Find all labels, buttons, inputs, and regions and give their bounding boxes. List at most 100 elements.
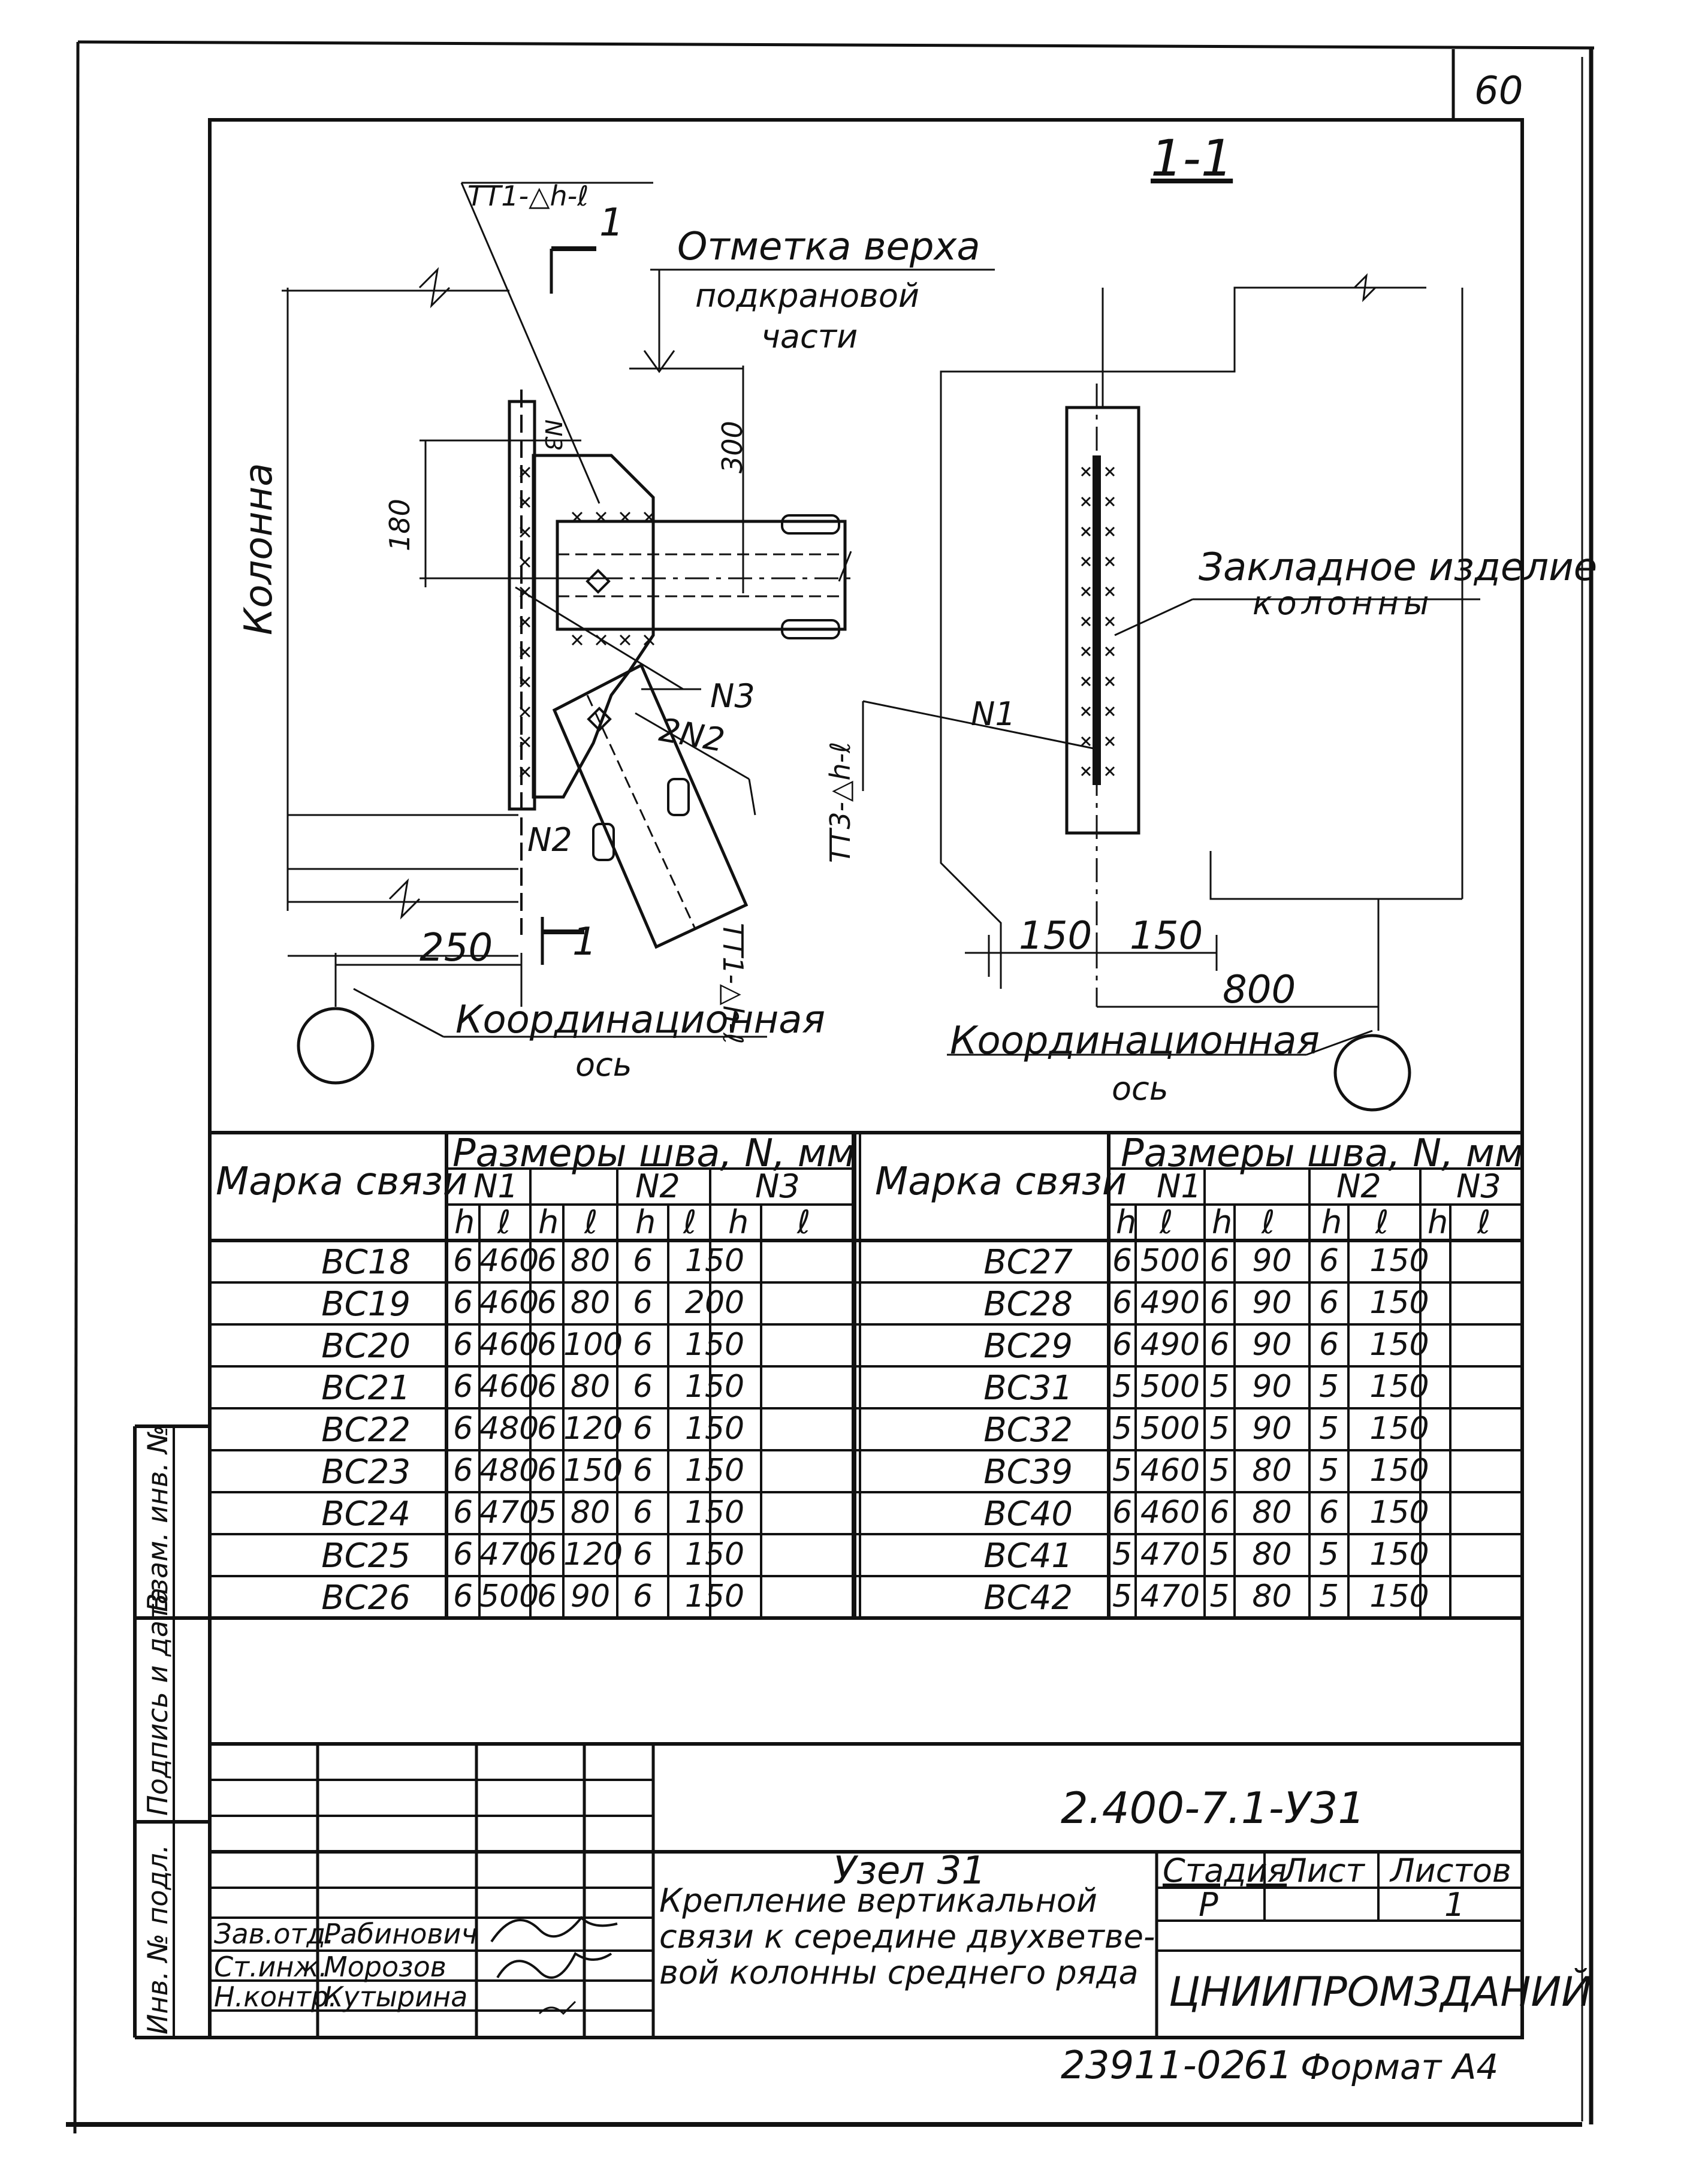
left-cell-r1-c5: 6 <box>632 1285 653 1321</box>
left-cell-r7-c3: 6 <box>536 1537 557 1573</box>
role-3: Н.контр. <box>214 1981 337 2013</box>
left-cell-r2-c6: 150 <box>684 1327 745 1363</box>
right-cell-r3-c5: 5 <box>1318 1369 1339 1405</box>
right-cell-r0-c2: 500 <box>1140 1243 1200 1279</box>
axis-right-line2: ось <box>1112 1070 1169 1107</box>
dim-800: 800 <box>1223 968 1296 1012</box>
side-label-signature: Подпись и дата <box>141 1587 174 1816</box>
left-cell-r2-c4: 100 <box>563 1327 623 1363</box>
right-cell-r8-c6: 150 <box>1369 1578 1429 1614</box>
sub-l-5: ℓ <box>1160 1203 1173 1241</box>
right-cell-r3-c6: 150 <box>1369 1369 1429 1405</box>
right-cell-r7-c5: 5 <box>1318 1537 1339 1573</box>
right-cell-r6-c4: 80 <box>1252 1495 1292 1531</box>
left-cell-r4-c2: 480 <box>479 1411 539 1447</box>
table-header-sizes-right: Размеры шва, N, мм <box>1121 1131 1524 1176</box>
left-cell-r7-c5: 6 <box>632 1537 653 1573</box>
n2-label: N2 <box>527 821 572 859</box>
right-cell-r4-c1: 5 <box>1112 1411 1133 1447</box>
node-title: Узел 31 <box>833 1849 986 1893</box>
top-mark-note-1: Отметка верха <box>677 225 980 269</box>
right-cell-r5-c3: 5 <box>1209 1453 1230 1489</box>
right-cell-r1-c4: 90 <box>1252 1285 1292 1321</box>
weld-mark-top: ТТ1-△h-ℓ <box>467 180 589 212</box>
table-header-mark-right: Марка связи <box>875 1160 1127 1204</box>
sheets-value: 1 <box>1444 1886 1465 1924</box>
right-cell-r0-c5: 6 <box>1318 1243 1339 1279</box>
role-1: Зав.отд. <box>214 1918 334 1950</box>
left-cell-r1-c4: 80 <box>570 1285 611 1321</box>
right-cell-r7-c2: 470 <box>1140 1537 1200 1573</box>
left-cell-r7-c2: 470 <box>479 1537 539 1573</box>
format-label: Формат А4 <box>1300 2047 1499 2087</box>
left-cell-r0-c3: 6 <box>536 1243 557 1279</box>
left-cell-r6-c0: ВС24 <box>321 1495 411 1534</box>
left-cell-r5-c4: 150 <box>563 1453 623 1489</box>
name-2: Морозов <box>324 1951 446 1983</box>
right-cell-r7-c4: 80 <box>1252 1537 1292 1573</box>
left-cell-r1-c1: 6 <box>452 1285 473 1321</box>
right-cell-r0-c3: 6 <box>1209 1243 1230 1279</box>
right-cell-r7-c1: 5 <box>1112 1537 1133 1573</box>
right-cell-r1-c2: 490 <box>1140 1285 1200 1321</box>
cut-mark-top: 1 <box>599 201 624 245</box>
left-cell-r2-c5: 6 <box>632 1327 653 1363</box>
sub-h-6: h <box>1212 1203 1233 1241</box>
sub-n1-right: N1 <box>1157 1167 1202 1205</box>
right-cell-r6-c3: 6 <box>1209 1495 1230 1531</box>
left-cell-r3-c0: ВС21 <box>321 1369 411 1408</box>
right-cell-r4-c3: 5 <box>1209 1411 1230 1447</box>
table-header-mark-left: Марка связи <box>216 1160 468 1204</box>
right-cell-r8-c2: 470 <box>1140 1578 1200 1614</box>
left-cell-r0-c2: 460 <box>479 1243 539 1279</box>
left-cell-r6-c2: 470 <box>479 1495 539 1531</box>
sub-h-2: h <box>538 1203 559 1241</box>
right-cell-r1-c5: 6 <box>1318 1285 1339 1321</box>
left-cell-r7-c4: 120 <box>563 1537 623 1573</box>
axis-left-line2: ось <box>575 1046 632 1083</box>
n3-label: N3 <box>710 677 755 715</box>
right-cell-r4-c4: 90 <box>1252 1411 1292 1447</box>
left-cell-r1-c3: 6 <box>536 1285 557 1321</box>
right-cell-r5-c0: ВС39 <box>983 1453 1073 1492</box>
right-cell-r2-c4: 90 <box>1252 1327 1292 1363</box>
left-cell-r4-c1: 6 <box>452 1411 473 1447</box>
sub-l-7: ℓ <box>1375 1203 1389 1241</box>
stamp-code: 23911-02 <box>1061 2044 1246 2088</box>
right-cell-r3-c1: 5 <box>1112 1369 1133 1405</box>
node-drawing <box>282 182 1480 1112</box>
sub-l-8: ℓ <box>1477 1203 1491 1241</box>
right-cell-r5-c4: 80 <box>1252 1453 1292 1489</box>
right-cell-r3-c0: ВС31 <box>983 1369 1073 1408</box>
sub-h-5: h <box>1116 1203 1137 1241</box>
left-cell-r2-c0: ВС20 <box>321 1327 411 1366</box>
weld-table-grid <box>210 1131 1522 1620</box>
side-strip-grid <box>133 1424 210 2039</box>
right-cell-r7-c6: 150 <box>1369 1537 1429 1573</box>
section-label: 1-1 <box>1151 129 1233 188</box>
left-cell-r6-c5: 6 <box>632 1495 653 1531</box>
left-cell-r7-c6: 150 <box>684 1537 745 1573</box>
left-cell-r1-c6: 200 <box>684 1285 745 1321</box>
left-cell-r4-c3: 6 <box>536 1411 557 1447</box>
right-cell-r5-c5: 5 <box>1318 1453 1339 1489</box>
right-cell-r3-c3: 5 <box>1209 1369 1230 1405</box>
title-line-2: связи к середине двухветве- <box>659 1918 1155 1955</box>
left-cell-r0-c6: 150 <box>684 1243 745 1279</box>
left-cell-r3-c1: 6 <box>452 1369 473 1405</box>
right-cell-r4-c2: 500 <box>1140 1411 1200 1447</box>
name-3: Кутырина <box>324 1981 468 2013</box>
left-cell-r8-c3: 6 <box>536 1578 557 1614</box>
sub-l-6: ℓ <box>1262 1203 1275 1241</box>
right-cell-r7-c0: ВС41 <box>983 1537 1073 1576</box>
title-line-3: вой колонны среднего ряда <box>659 1954 1139 1991</box>
left-cell-r8-c0: ВС26 <box>321 1578 411 1617</box>
right-cell-r5-c2: 460 <box>1140 1453 1200 1489</box>
left-cell-r0-c0: ВС18 <box>321 1243 411 1282</box>
right-cell-r4-c5: 5 <box>1318 1411 1339 1447</box>
left-cell-r4-c6: 150 <box>684 1411 745 1447</box>
left-cell-r7-c0: ВС25 <box>321 1537 411 1576</box>
page-number: 60 <box>1474 69 1523 113</box>
dim-300: 300 <box>716 421 749 473</box>
left-cell-r8-c1: 6 <box>452 1578 473 1614</box>
